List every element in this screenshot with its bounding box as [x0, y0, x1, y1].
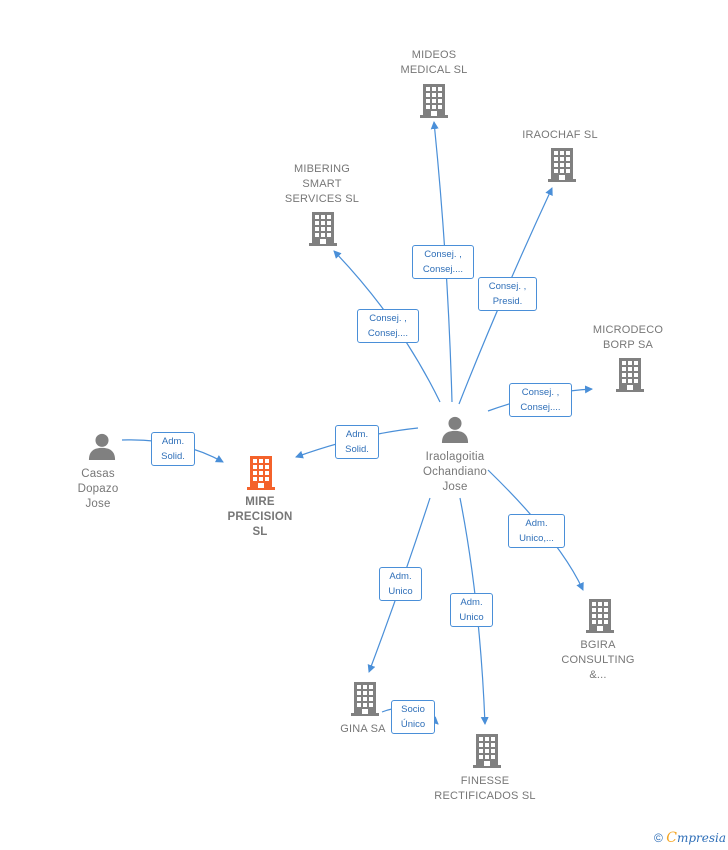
empresia-logo[interactable]: © Cmpresia	[654, 830, 726, 846]
edge-label-to-finesse: Adm. Unico	[450, 593, 493, 627]
node-label-microdeco[interactable]: MICRODECO BORP SA	[592, 324, 664, 351]
edge-label-to-mideos: Consej. , Consej....	[412, 245, 474, 279]
edge-label-to-mire-from-iraolagoitia: Adm. Solid.	[335, 425, 379, 459]
node-label-iraochaf[interactable]: IRAOCHAF SL	[522, 129, 598, 141]
edge-label-to-microdeco: Consej. , Consej....	[509, 383, 572, 417]
building-icon-iraochaf[interactable]	[548, 148, 576, 182]
copyright-symbol: ©	[654, 831, 663, 845]
building-icon-mire[interactable]	[247, 456, 275, 490]
node-label-finesse[interactable]: FINESSE RECTIFICADOS SL	[434, 775, 536, 802]
edge-label-to-bgira: Adm. Unico,...	[508, 514, 565, 548]
node-label-gina[interactable]: GINA SA	[340, 723, 386, 735]
brand-name: mpresia	[676, 831, 726, 845]
edge-label-to-gina: Adm. Unico	[379, 567, 422, 601]
node-label-casas[interactable]: Casas Dopazo Jose	[77, 468, 119, 510]
building-icon-mideos[interactable]	[420, 84, 448, 118]
edge-label-gina-to-finesse: Socio Único	[391, 700, 435, 734]
edge-label-to-mibering: Consej. , Consej....	[357, 309, 419, 343]
node-label-bgira[interactable]: BGIRA CONSULTING &...	[561, 639, 635, 681]
node-label-mire[interactable]: MIRE PRECISION SL	[227, 496, 293, 538]
building-icon-gina[interactable]	[351, 682, 379, 716]
node-label-mibering[interactable]: MIBERING SMART SERVICES SL	[284, 163, 360, 205]
building-icon-microdeco[interactable]	[616, 358, 644, 392]
building-icon-finesse[interactable]	[473, 734, 501, 768]
building-icon-mibering[interactable]	[309, 212, 337, 246]
node-label-mideos[interactable]: MIDEOS MEDICAL SL	[400, 49, 468, 76]
building-icon-bgira[interactable]	[586, 599, 614, 633]
person-icon-casas[interactable]	[88, 433, 116, 460]
edge-label-to-mire-from-casas: Adm. Solid.	[151, 432, 195, 466]
node-label-iraolagoitia[interactable]: Iraolagoitia Ochandiano Jose	[422, 451, 488, 493]
person-icon-iraolagoitia[interactable]	[441, 416, 469, 443]
edge-label-to-iraochaf: Consej. , Presid.	[478, 277, 537, 311]
brand-initial: C	[666, 830, 677, 846]
